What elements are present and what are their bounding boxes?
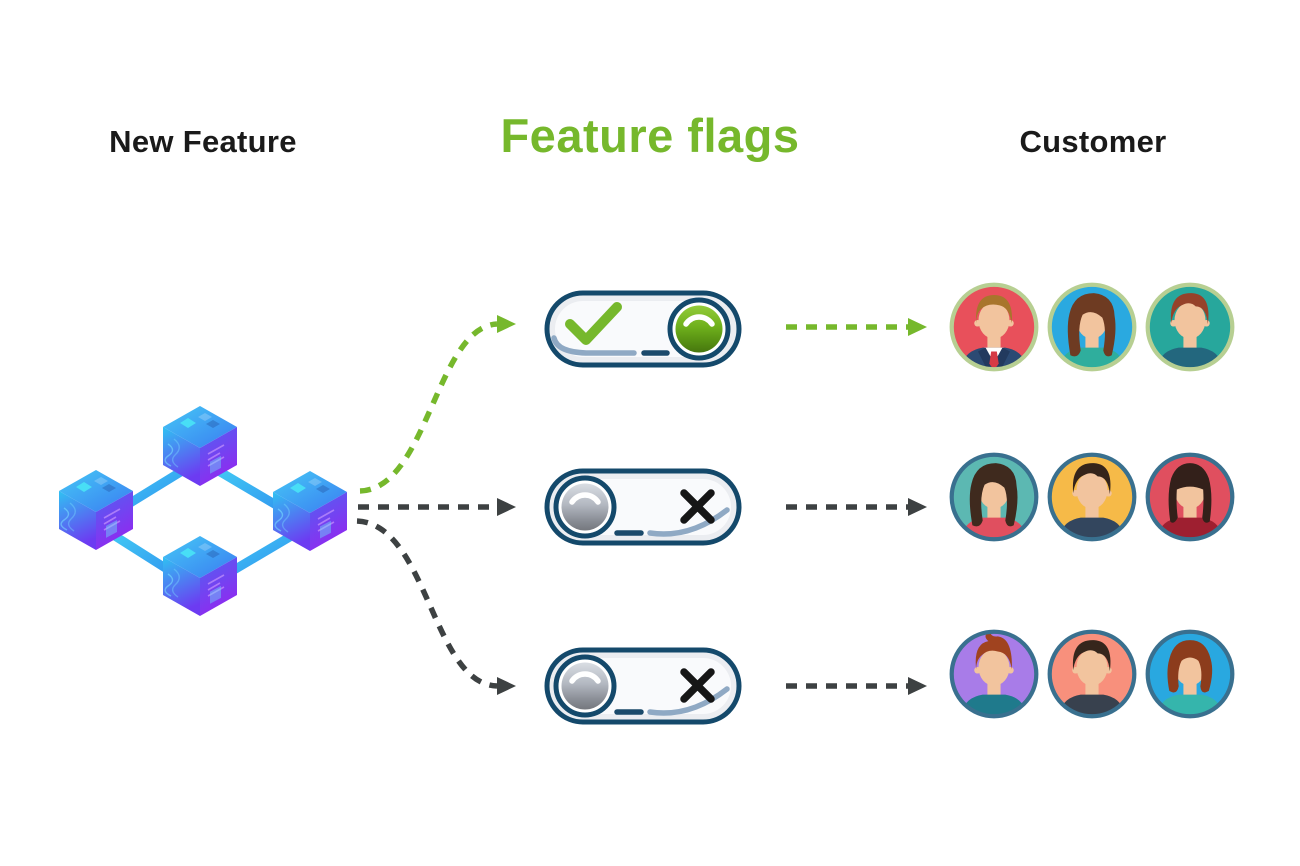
customer-avatar [1045, 627, 1139, 721]
network-cube-1 [163, 406, 237, 486]
avatar-hair [1170, 293, 1209, 325]
toggle-knob[interactable] [667, 297, 731, 361]
avatar-hair [1067, 293, 1116, 357]
arrow-network-to-toggle-1 [359, 321, 498, 494]
feature-flag-toggle-3-off[interactable] [544, 647, 742, 725]
arrowhead-toggle-2-to-customers [908, 498, 927, 516]
avatar-face [1076, 472, 1108, 509]
avatar-hair [1167, 640, 1213, 693]
avatar-hair [969, 463, 1018, 527]
network-cube-2 [59, 470, 133, 550]
check-icon [565, 302, 622, 345]
arrowhead-network-to-toggle-1 [497, 315, 516, 333]
customer-row-3 [947, 627, 1237, 721]
arrowhead-toggle-1-to-customers [908, 318, 927, 336]
feature-flag-toggle-1-on[interactable] [544, 290, 742, 368]
x-icon [680, 489, 715, 524]
arrow-network-to-toggle-3 [356, 518, 498, 689]
customer-avatar [1143, 450, 1237, 544]
toggle-knob[interactable] [553, 654, 617, 718]
avatar-hair [975, 631, 1012, 670]
avatar-face [1174, 302, 1206, 339]
avatar-hair [975, 295, 1013, 324]
toggle-knob[interactable] [553, 475, 617, 539]
customer-avatar [1143, 280, 1237, 374]
customer-avatar [1143, 627, 1237, 721]
network-cube-3 [273, 471, 347, 551]
customer-avatar [1045, 450, 1139, 544]
feature-flags-heading: Feature flags [500, 109, 800, 162]
arrowhead-network-to-toggle-3 [497, 677, 516, 695]
customer-avatar [947, 450, 1041, 544]
feature-flag-toggle-2-off[interactable] [544, 468, 742, 546]
customer-row-1 [947, 280, 1237, 374]
network-cube-4 [163, 536, 237, 616]
arrowhead-toggle-3-to-customers [908, 677, 927, 695]
customer-avatar [947, 280, 1041, 374]
x-icon [680, 668, 715, 703]
customer-avatar [947, 627, 1041, 721]
avatar-face [978, 649, 1010, 686]
blockchain-cubes-icon [59, 406, 347, 616]
avatar-hair [1072, 640, 1111, 672]
avatar-face [978, 302, 1010, 339]
customer-row-2 [947, 450, 1237, 544]
tie [989, 351, 999, 370]
customer-heading: Customer [1019, 124, 1167, 159]
new-feature-heading: New Feature [109, 124, 297, 159]
avatar-face [1076, 649, 1108, 686]
arrowhead-network-to-toggle-2 [497, 498, 516, 516]
customer-avatar [1045, 280, 1139, 374]
avatar-hair [1168, 463, 1212, 523]
avatar-hair [1072, 463, 1111, 495]
